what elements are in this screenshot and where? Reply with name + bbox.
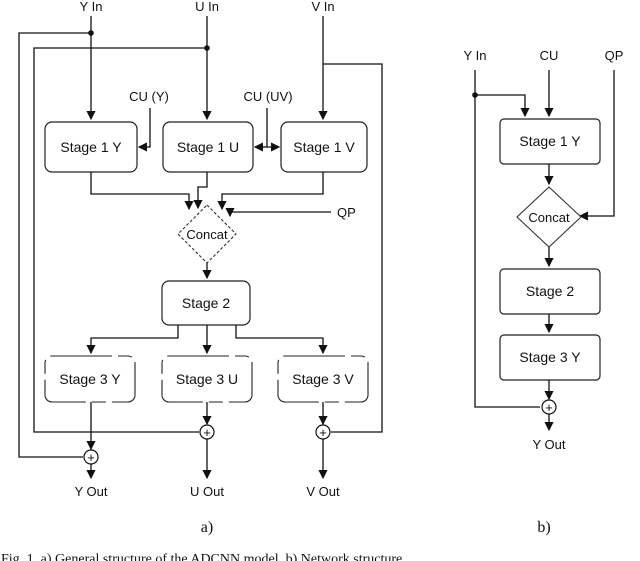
b-y-out-label: Y Out: [532, 437, 565, 452]
a-stage1-u-label: Stage 1 U: [177, 139, 239, 155]
a-u-sum-symbol: +: [203, 425, 211, 440]
a-v-skip-wire: [323, 63, 383, 433]
a-stage2-box: [161, 280, 251, 326]
a-stage2-to-stage3-y: [86, 325, 179, 355]
a-stage1-v-to-concat: [217, 172, 324, 211]
a-v-in-label: V In: [311, 0, 334, 14]
a-cu-y-label: CU (Y): [129, 89, 169, 104]
b-stage1-box: [499, 118, 601, 165]
a-qp-wire: [225, 208, 331, 218]
a-u-skip-wire: [33, 47, 207, 433]
b-qp-label: QP: [605, 48, 624, 63]
a-qp-label: QP: [337, 205, 356, 220]
a-stage1-y-to-concat: [90, 172, 194, 211]
a-stage1-v-label: Stage 1 V: [293, 139, 355, 155]
a-u-out-label: U Out: [190, 484, 224, 499]
a-stage1-u-to-concat: [193, 172, 208, 210]
b-y-in-label: Y In: [464, 48, 487, 63]
a-stage3-y-label: Stage 3 Y: [59, 371, 121, 387]
a-stage2-to-stage3-v: [235, 325, 328, 355]
b-stage1-label: Stage 1 Y: [519, 133, 581, 149]
a-stage3-u-box: [161, 355, 253, 403]
a-concat-label: Concat: [186, 227, 228, 242]
a-stage3-y-box: [44, 355, 136, 403]
b-y-skip-wire: [474, 95, 540, 408]
a-stage1-u-box: [162, 121, 254, 173]
a-subfigure-label: a): [201, 519, 213, 536]
a-y-out-label: Y Out: [74, 484, 107, 499]
b-stage2-box: [499, 268, 601, 315]
b-stage3-label: Stage 3 Y: [519, 349, 581, 365]
a-stage2-label: Stage 2: [182, 295, 230, 311]
b-subfigure-label: b): [537, 519, 550, 536]
a-stage3-v-label: Stage 3 V: [292, 371, 354, 387]
b-concat-label: Concat: [528, 210, 570, 225]
a-u-in-label: U In: [195, 0, 219, 14]
b-qp-wire: [578, 70, 615, 221]
a-stage3-u-label: Stage 3 U: [176, 371, 238, 387]
b-cu-label: CU: [540, 48, 559, 63]
b-stage3-box: [499, 334, 601, 381]
a-cu-uv-wire: [266, 108, 281, 152]
a-y-in-label: Y In: [80, 0, 103, 14]
a-y-sum-symbol: +: [87, 450, 95, 465]
b-sum-symbol: +: [545, 400, 553, 415]
a-stage1-v-box: [280, 121, 368, 173]
a-v-sum-symbol: +: [319, 425, 327, 440]
diagram-b: Y In CU QP Stage 1 Y Concat Stage 2 Stag…: [464, 48, 624, 536]
a-v-out-label: V Out: [306, 484, 340, 499]
b-stage2-label: Stage 2: [526, 283, 574, 299]
a-stage3-v-box: [277, 355, 369, 403]
a-cu-uv-label: CU (UV): [243, 89, 292, 104]
diagram-a: Y In U In V In CU (Y) CU (UV) Stage 1 Y …: [18, 0, 383, 536]
a-stage1-y-label: Stage 1 Y: [60, 139, 122, 155]
a-cu-y-wire: [137, 108, 151, 152]
a-y-skip-wire: [18, 32, 91, 458]
figure-caption: Fig. 1. a) General structure of the ADCN…: [1, 552, 402, 561]
b-y-input-wire: [474, 70, 530, 118]
